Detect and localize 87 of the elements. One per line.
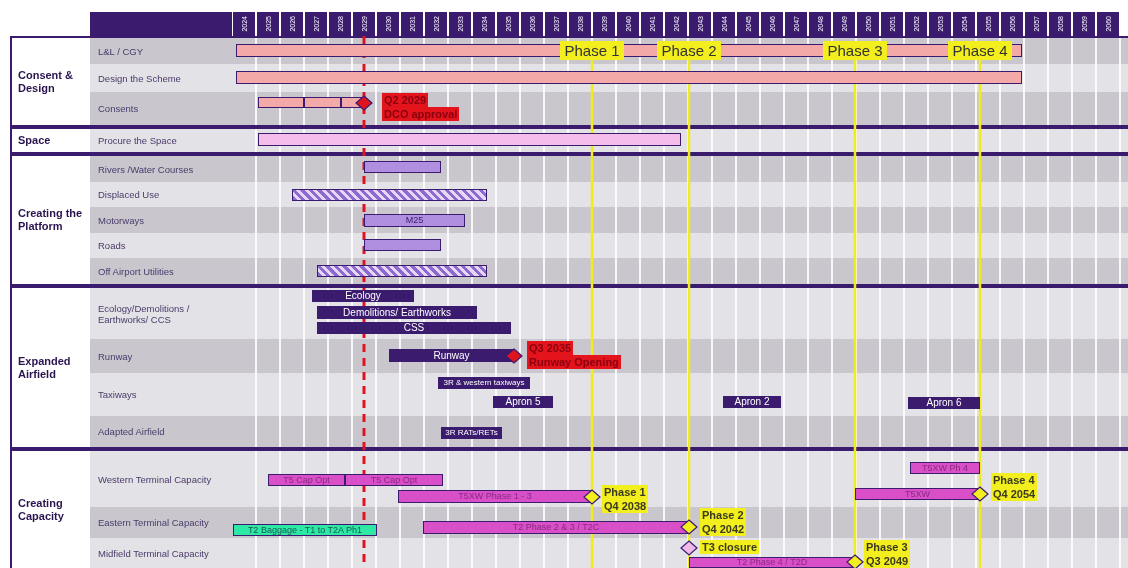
milestone-label: Q3 2035 [527,341,574,355]
milestone-label: T3 closure [700,540,760,554]
milestone-label: Q2 2029 [382,93,429,107]
task-bar [304,97,341,108]
task-bar [317,265,487,277]
phase-label: Phase 1 [560,41,624,60]
row-label: Motorways [98,213,145,228]
group-label: Space [18,133,52,148]
milestone-diamond [505,348,523,364]
task-bar: T5XW Ph 4 [910,462,980,474]
row-band [90,207,1128,233]
row-label: Runway [98,349,134,364]
row-band [90,258,1128,284]
row-label: Western Terminal Capacity [98,472,213,487]
row-band [90,64,1128,92]
row-label: Rivers /Water Courses [98,162,195,177]
row-label: Consents [98,102,140,116]
task-bar [258,133,681,146]
task-bar [364,161,441,173]
milestone-diamond [583,489,601,505]
phase-label: Phase 2 [657,41,721,60]
row-band [90,288,1128,339]
task-bar [258,97,304,108]
group-label: Consent & Design [18,67,74,96]
row-label: Design the Scheme [98,71,182,86]
task-bar [364,239,441,251]
group-label: Creating Capacity [18,495,65,524]
row-label: L&L / CGY [98,44,145,59]
task-bar: Demolitions/ Earthworks [317,306,477,319]
task-bar: M25 [364,214,465,227]
task-bar: Ecology [312,290,414,302]
row-label: Midfield Terminal Capacity [98,546,210,561]
row-label: Off Airport Utilities [98,264,175,279]
row-label: Procure the Space [98,134,178,148]
row-band [90,156,1128,182]
milestone-diamond [680,540,698,556]
task-bar: T2 Phase 4 / T2D [689,557,855,568]
milestone-diamond [971,486,989,502]
group-band [10,154,1128,286]
task-bar: 3R & western taxiways [438,377,530,389]
task-bar: T5 Cap Opt [268,474,345,486]
row-band [90,339,1128,373]
group-label: Expanded Airfield [18,353,72,382]
row-band [90,129,1128,152]
task-bar: CSS [317,322,511,334]
milestone-label: Q4 2042 [700,522,747,536]
row-band [90,182,1128,207]
task-bar: Apron 2 [723,396,781,408]
row-label: Taxiways [98,388,138,402]
task-bar [292,189,487,201]
milestone-label: Q4 2038 [602,499,649,513]
row-label: Eastern Terminal Capacity [98,516,210,530]
row-label: Displaced Use [98,188,161,202]
task-bar [236,71,1022,84]
group-band [10,127,1128,154]
milestone-label: Runway Opening [527,355,621,369]
milestone-diamond [680,519,698,535]
task-bar: T2 Phase 2 & 3 / T2C [423,521,689,534]
task-bar: 3R RATs/RETs [441,427,502,439]
milestone-label: DCO approval [382,107,460,121]
task-bar: Apron 6 [908,397,980,409]
phase-label: Phase 4 [948,41,1012,60]
row-band [90,416,1128,447]
task-bar: T5XW [855,488,980,500]
row-band [90,373,1128,416]
milestone-diamond [846,554,864,568]
group-band [10,36,1128,127]
milestone-label: Q4 2054 [991,487,1038,501]
row-label: Adapted Airfield [98,425,166,439]
row-band [90,538,1128,568]
row-band [90,233,1128,258]
row-label: Roads [98,239,127,253]
group-label: Creating the Platform [18,206,84,234]
task-bar: Runway [389,349,514,362]
group-band [10,286,1128,449]
milestone-label: Phase 4 [991,473,1037,487]
row-label: Ecology/Demolitions / Earthworks/ CCS [98,301,191,327]
row-band [90,92,1128,125]
task-bar: T5XW Phase 1 - 3 [398,490,592,503]
task-bar: T2 Baggage - T1 to T2A Ph1 [233,524,377,536]
task-bar: Apron 5 [493,396,553,408]
task-bar: T5 Cap Opt [345,474,443,486]
milestone-label: Phase 3 [864,540,910,554]
milestone-label: Phase 2 [700,508,746,522]
phase-label: Phase 3 [823,41,887,60]
milestone-diamond [355,95,373,111]
group-band [10,449,1128,568]
